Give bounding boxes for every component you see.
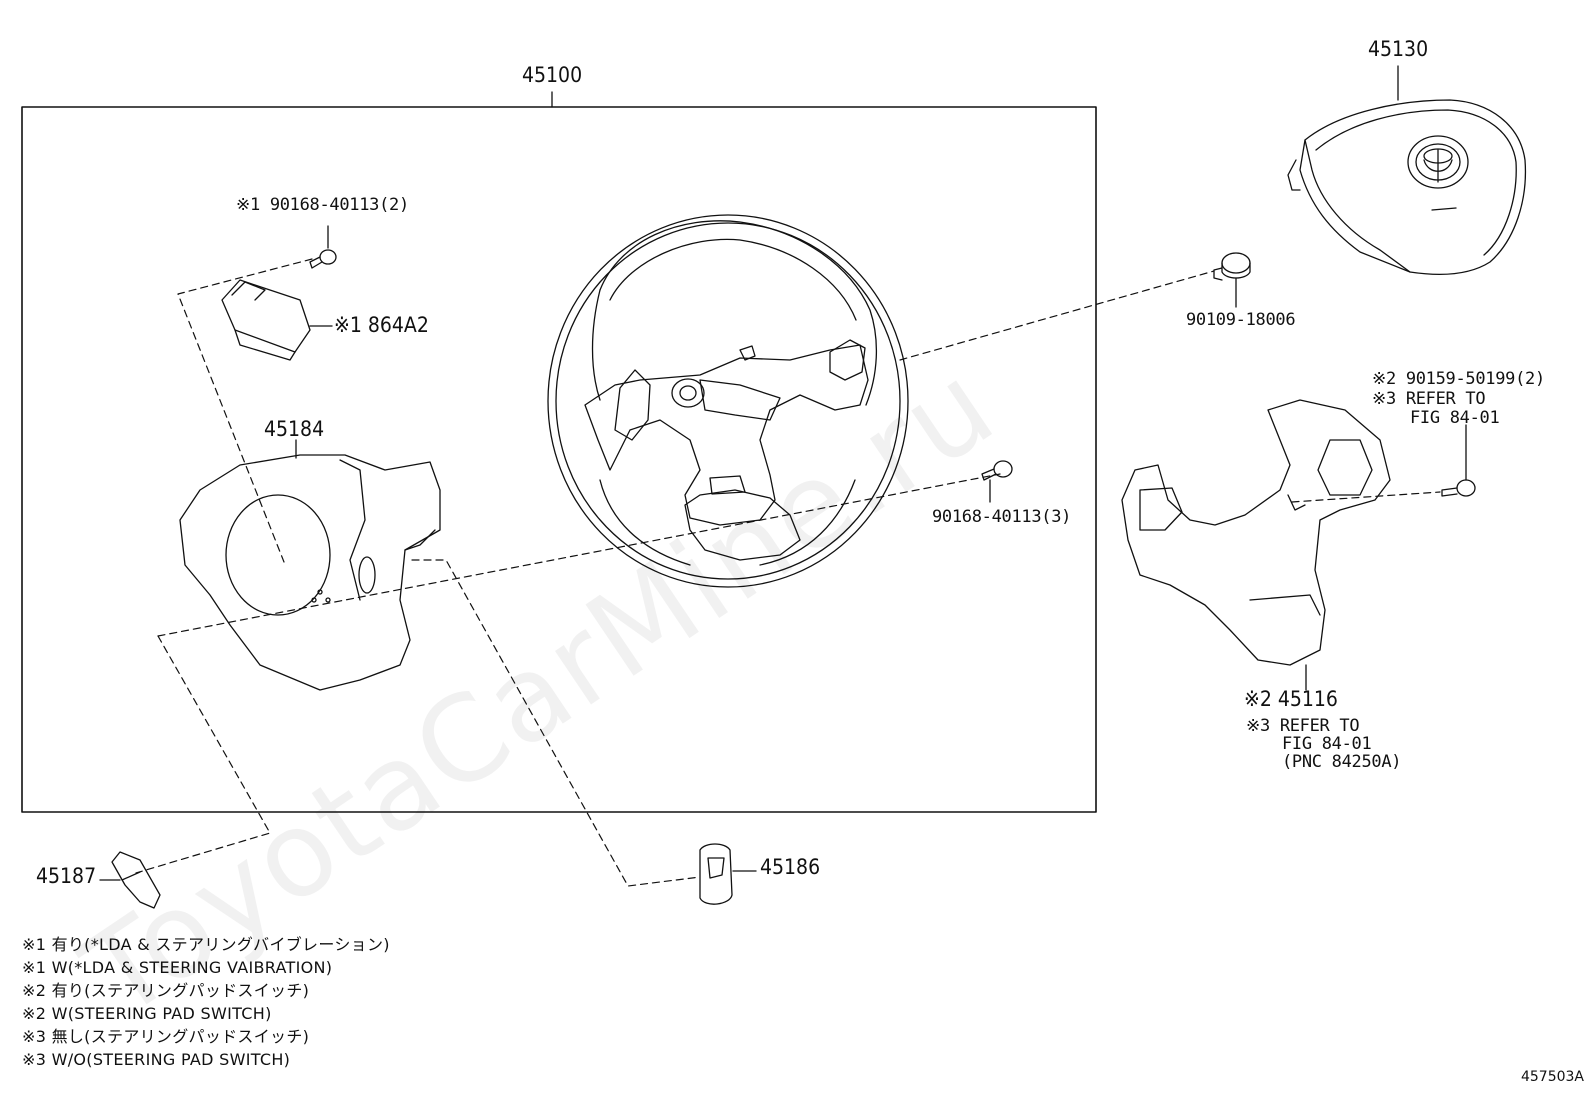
module-864a2-drawing [221,279,333,361]
label-90159-50199-2: ※2 90159-50199(2) [1372,369,1545,389]
bolt-90159-drawing [1441,424,1476,497]
note-3: ※2 有り(ステアリングパッドスイッチ) [22,981,310,1000]
label-864a2: ※1 864A2 [334,313,429,337]
label-45184: 45184 [264,417,325,441]
dash-line-e [411,559,701,887]
airbag-45130-drawing [1287,65,1527,276]
label-45187: 45187 [36,864,97,888]
label-90159-ref-line1: ※3 REFER TO [1372,389,1486,409]
bolt-90109-drawing [1213,252,1251,308]
steering-wheel-drawing [547,214,909,588]
label-45116-ref-line3: (PNC 84250A) [1282,752,1402,772]
label-45116-ref-line1: ※3 REFER TO [1246,716,1360,736]
note-6: ※3 W/O(STEERING PAD SWITCH) [22,1050,291,1069]
dash-line-b [135,635,271,874]
cover-45184-drawing [179,439,441,691]
label-90159-ref-line2: FIG 84-01 [1410,408,1500,428]
dash-line-f [1291,491,1441,503]
label-90109-18006: 90109-18006 [1186,310,1296,330]
label-45116-ref-line2: FIG 84-01 [1282,734,1372,754]
dash-line-a [177,258,313,563]
cover-45186-drawing [699,843,757,905]
note-1: ※1 有り(*LDA & ステアリングバイブレーション) [22,935,390,954]
note-4: ※2 W(STEERING PAD SWITCH) [22,1004,272,1023]
label-45186: 45186 [760,855,821,879]
label-45130: 45130 [1368,37,1429,61]
cover-45187-drawing [99,851,161,909]
label-90168-40113-3: 90168-40113(3) [932,507,1072,527]
figure-number: 457503A [1520,1069,1584,1085]
bezel-45116-drawing [1121,399,1391,691]
note-5: ※3 無し(ステアリングパッドスイッチ) [22,1027,310,1046]
label-45100: 45100 [522,63,583,87]
dash-line-d [899,270,1215,361]
label-90168-40113-2: ※1 90168-40113(2) [236,195,409,215]
bolt-90168-a-drawing [309,225,337,269]
label-45116: ※2 45116 [1244,687,1338,711]
dash-line-c [157,473,1001,637]
note-2: ※1 W(*LDA & STEERING VAIBRATION) [22,958,333,977]
assembly-frame [21,106,1097,813]
bolt-90168-b-drawing [981,460,1013,503]
